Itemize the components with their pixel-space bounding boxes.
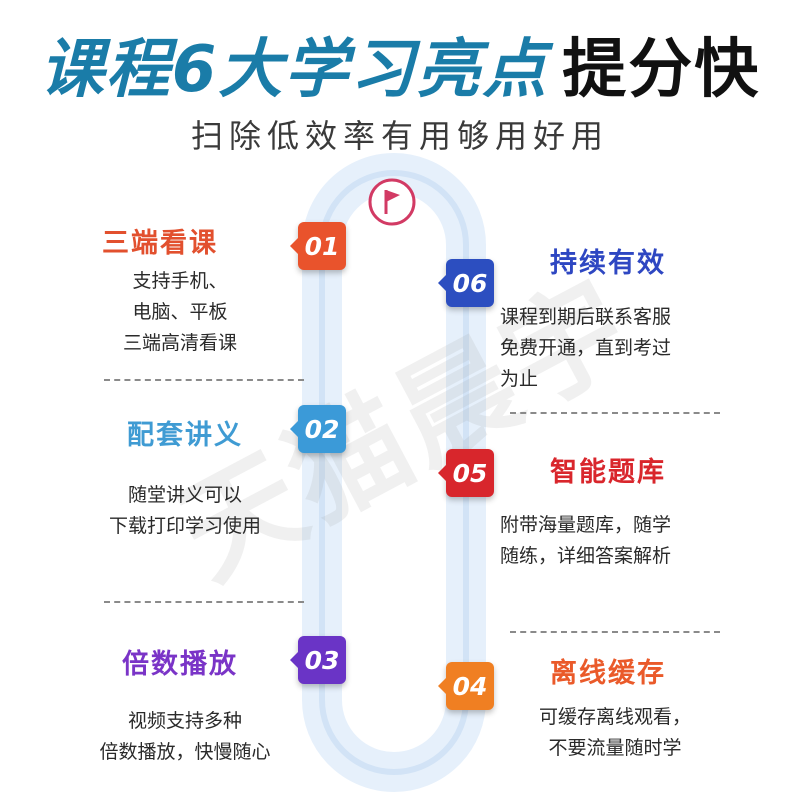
feature-06-line-2: 免费开通，直到考过	[500, 337, 672, 359]
badge-03: 03	[290, 636, 346, 684]
badge-04: 04	[438, 662, 494, 710]
feature-title-01: 三端看课	[102, 228, 218, 259]
feature-desc-06: 课程到期后联系客服 免费开通，直到考过 为止	[500, 302, 730, 395]
badge-02: 02	[290, 405, 346, 453]
page-subtitle: 扫除低效率有用够用好用	[190, 117, 609, 155]
feature-03-line-2: 倍数播放，快慢随心	[99, 741, 271, 763]
feature-01-line-1: 支持手机、	[132, 270, 228, 292]
feature-05-line-1: 附带海量题库，随学	[500, 514, 672, 536]
badge-01: 01	[290, 222, 346, 270]
badge-05: 05	[438, 449, 494, 497]
feature-desc-01: 支持手机、 电脑、平板 三端高清看课	[60, 266, 300, 359]
feature-title-06: 持续有效	[550, 248, 666, 279]
title-accent: 提分快	[562, 33, 761, 107]
divider-left-1	[104, 379, 304, 381]
feature-title-02: 配套讲义	[127, 420, 243, 451]
divider-right-1	[510, 412, 720, 414]
title-main: 课程6大学习亮点	[39, 33, 549, 107]
feature-desc-02: 随堂讲义可以 下载打印学习使用	[65, 480, 305, 542]
feature-title-04: 离线缓存	[550, 658, 666, 689]
page-title: 课程6大学习亮点提分快	[0, 28, 800, 112]
badge-06: 06	[438, 259, 494, 307]
feature-desc-05: 附带海量题库，随学 随练，详细答案解析	[500, 510, 730, 572]
divider-left-2	[104, 601, 304, 603]
feature-06-line-3: 为止	[500, 368, 539, 390]
feature-desc-03: 视频支持多种 倍数播放，快慢随心	[65, 706, 305, 768]
divider-right-2	[510, 631, 720, 633]
feature-02-line-1: 随堂讲义可以	[127, 484, 242, 506]
feature-01-line-2: 电脑、平板	[132, 301, 228, 323]
feature-03-line-1: 视频支持多种	[127, 710, 242, 732]
feature-title-05: 智能题库	[550, 457, 666, 488]
feature-05-line-2: 随练，详细答案解析	[500, 545, 672, 567]
feature-04-line-1: 可缓存离线观看，	[538, 706, 691, 728]
feature-04-line-2: 不要流量随时学	[548, 737, 682, 759]
feature-06-line-1: 课程到期后联系客服	[500, 306, 672, 328]
feature-desc-04: 可缓存离线观看， 不要流量随时学	[500, 702, 730, 764]
feature-title-03: 倍数播放	[122, 649, 238, 680]
feature-01-line-3: 三端高清看课	[122, 332, 237, 354]
flag-icon	[368, 178, 416, 226]
feature-02-line-2: 下载打印学习使用	[108, 515, 261, 537]
